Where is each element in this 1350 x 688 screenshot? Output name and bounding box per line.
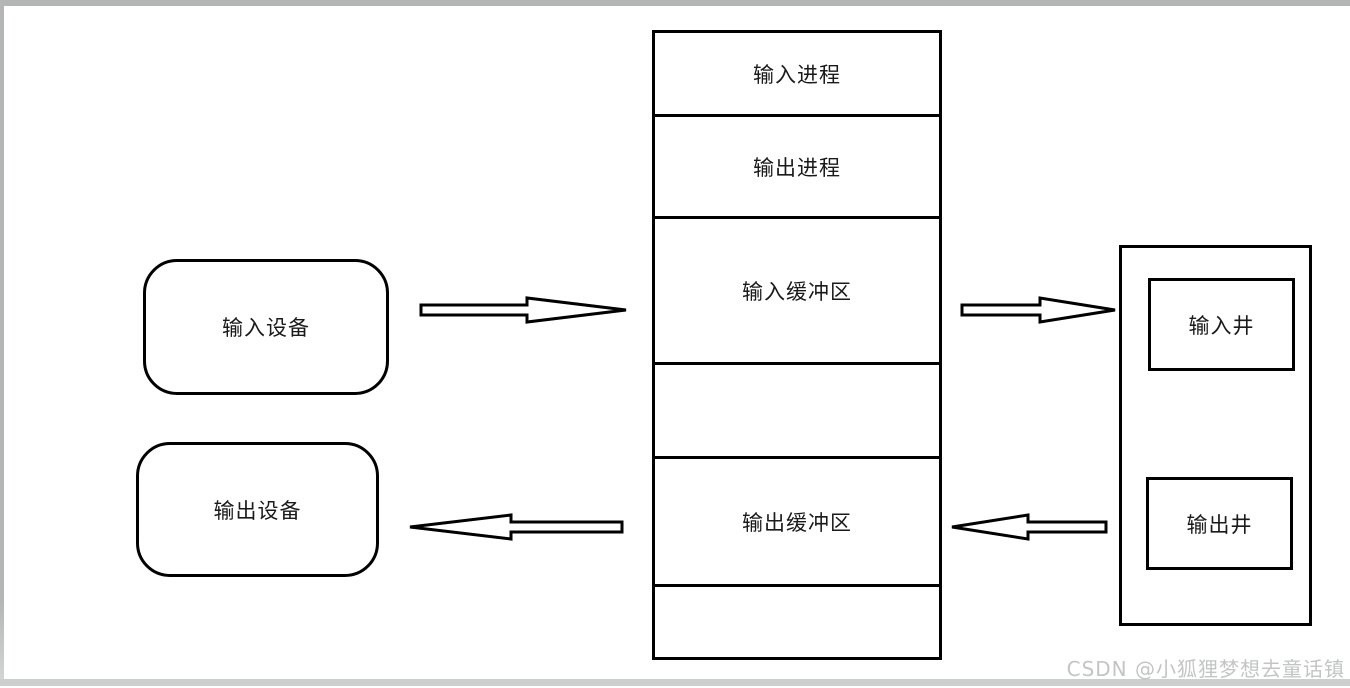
stack-row-empty-1 [655, 365, 939, 459]
frame-bottom-strip [0, 679, 1350, 686]
input-buffer-label: 输入缓冲区 [742, 279, 852, 304]
stack-row-empty-2 [655, 587, 939, 657]
input-well-node: 输入井 [1148, 278, 1295, 371]
frame-left-edge [0, 0, 4, 682]
stack-row-input-buffer: 输入缓冲区 [655, 219, 939, 365]
input-device-node: 输入设备 [143, 259, 389, 395]
arrow-left-icon [950, 513, 1108, 541]
csdn-watermark: CSDN @小狐狸梦想去童话镇 [1066, 657, 1345, 681]
stack-row-output-buffer: 输出缓冲区 [655, 459, 939, 587]
arrow-right-icon [419, 296, 628, 324]
output-process-label: 输出进程 [753, 155, 841, 180]
arrow-left-icon [408, 513, 624, 541]
output-well-label: 输出井 [1186, 512, 1253, 537]
stack-row-output-process: 输出进程 [655, 117, 939, 219]
memory-stack: 输入进程 输出进程 输入缓冲区 输出缓冲区 [652, 30, 942, 660]
output-well-node: 输出井 [1146, 477, 1293, 570]
arrow-right-icon [960, 296, 1117, 324]
input-process-label: 输入进程 [753, 62, 841, 87]
output-device-node: 输出设备 [136, 442, 379, 577]
input-device-label: 输入设备 [222, 316, 310, 340]
output-device-label: 输出设备 [213, 498, 302, 523]
input-well-label: 输入井 [1188, 313, 1255, 338]
stack-row-input-process: 输入进程 [655, 33, 939, 117]
frame-top-edge [0, 0, 1350, 6]
output-buffer-label: 输出缓冲区 [742, 510, 852, 535]
